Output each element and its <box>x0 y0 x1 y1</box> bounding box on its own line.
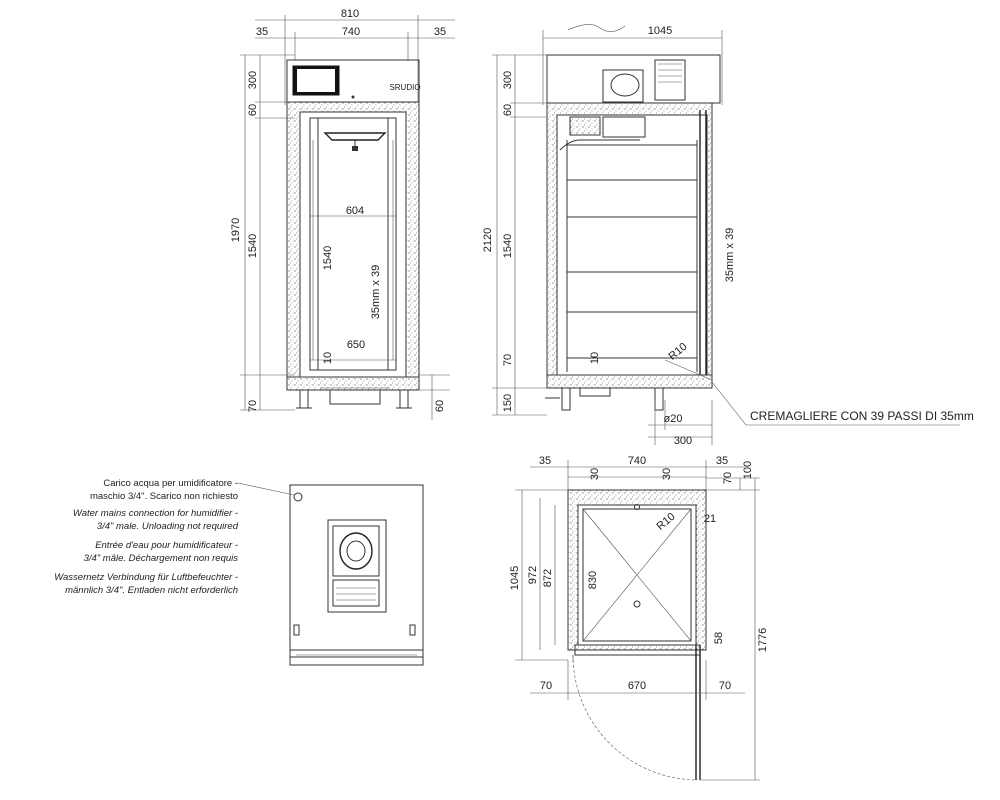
rear-view <box>237 482 424 666</box>
front-interior-width: 604 <box>346 205 364 217</box>
note-it-line2: maschio 3/4". Scarico non richiesto <box>90 491 238 502</box>
plan-right-70: 70 <box>722 472 734 484</box>
front-top-section: 300 <box>247 71 259 89</box>
front-interior-height: 1540 <box>322 246 334 270</box>
plan-bottom-right: 70 <box>719 680 731 692</box>
plan-side-right: 35 <box>716 455 728 467</box>
side-depth-total: 1045 <box>648 25 672 37</box>
note-fr-line1: Entrée d'eau pour humidificateur - <box>95 540 238 551</box>
plan-door-gap: 58 <box>713 632 725 644</box>
side-bottom-feet: 150 <box>502 394 514 412</box>
front-side-right: 35 <box>434 26 446 38</box>
plan-depth-total: 1045 <box>509 566 521 590</box>
plan-depth-972: 972 <box>527 566 539 584</box>
water-connection-icon <box>293 492 303 502</box>
plan-right-top: 100 <box>742 461 754 479</box>
note-en-line2: 3/4" male. Unloading not required <box>97 521 239 532</box>
brand-logo: SRUDIO <box>389 83 420 92</box>
plan-wall-left: 30 <box>589 468 601 480</box>
front-width-total: 810 <box>341 8 359 20</box>
note-en-line1: Water mains connection for humidifier - <box>73 508 238 519</box>
front-bottom-feet: 70 <box>247 400 259 412</box>
humidifier-notes: Carico acqua per umidificatore - maschio… <box>54 478 238 596</box>
side-drain-dia: ø20 <box>664 413 683 425</box>
front-height-inner: 1540 <box>247 234 259 258</box>
side-view: 1045 <box>482 24 974 447</box>
side-height-total: 2120 <box>482 228 494 252</box>
front-width-inner: 740 <box>342 26 360 38</box>
plan-depth-830: 830 <box>587 571 599 589</box>
front-interior-bottom: 650 <box>347 339 365 351</box>
note-de-line2: männlich 3/4". Entladen nicht erforderli… <box>65 585 238 596</box>
front-side-left: 35 <box>256 26 268 38</box>
front-gap-top: 60 <box>247 104 259 116</box>
plan-depth-872: 872 <box>542 569 554 587</box>
plan-bottom-mid: 670 <box>628 680 646 692</box>
front-view: 810 740 35 35 SRUDIO <box>230 8 455 420</box>
plan-view: 35 740 35 30 30 1045 972 872 830 R10 21 <box>509 455 769 781</box>
side-height-inner: 1540 <box>502 234 514 258</box>
note-fr-line2: 3/4" mâle. Déchargement non requis <box>84 553 239 564</box>
compressor-icon <box>602 69 644 103</box>
fan-icon <box>339 532 373 570</box>
rack-callout: CREMAGLIERE CON 39 PASSI DI 35mm <box>750 409 974 423</box>
side-small-gap: 10 <box>589 352 601 364</box>
plan-wall-right: 30 <box>661 468 673 480</box>
plan-width-inner: 740 <box>628 455 646 467</box>
evaporator-icon <box>602 116 646 138</box>
plan-bottom-left: 70 <box>540 680 552 692</box>
note-de-line1: Wassernetz Verbindung für Luftbefeuchter… <box>54 572 238 583</box>
note-it-line1: Carico acqua per umidificatore - <box>103 478 238 489</box>
side-rack: 35mm x 39 <box>724 228 736 282</box>
plan-r21: 21 <box>704 513 716 525</box>
drain-icon <box>633 600 641 608</box>
plan-door-swing: 1776 <box>757 628 769 652</box>
condenser-icon <box>654 59 686 101</box>
side-drain-pos: 300 <box>674 435 692 447</box>
side-top-section: 300 <box>502 71 514 89</box>
plan-side-left: 35 <box>539 455 551 467</box>
side-gap-top: 60 <box>502 104 514 116</box>
front-small-gap: 10 <box>322 352 334 364</box>
front-rack: 35mm x 39 <box>370 265 382 319</box>
front-bottom-right: 60 <box>434 400 446 412</box>
side-bottom-gap: 70 <box>502 354 514 366</box>
front-height-total: 1970 <box>230 218 242 242</box>
